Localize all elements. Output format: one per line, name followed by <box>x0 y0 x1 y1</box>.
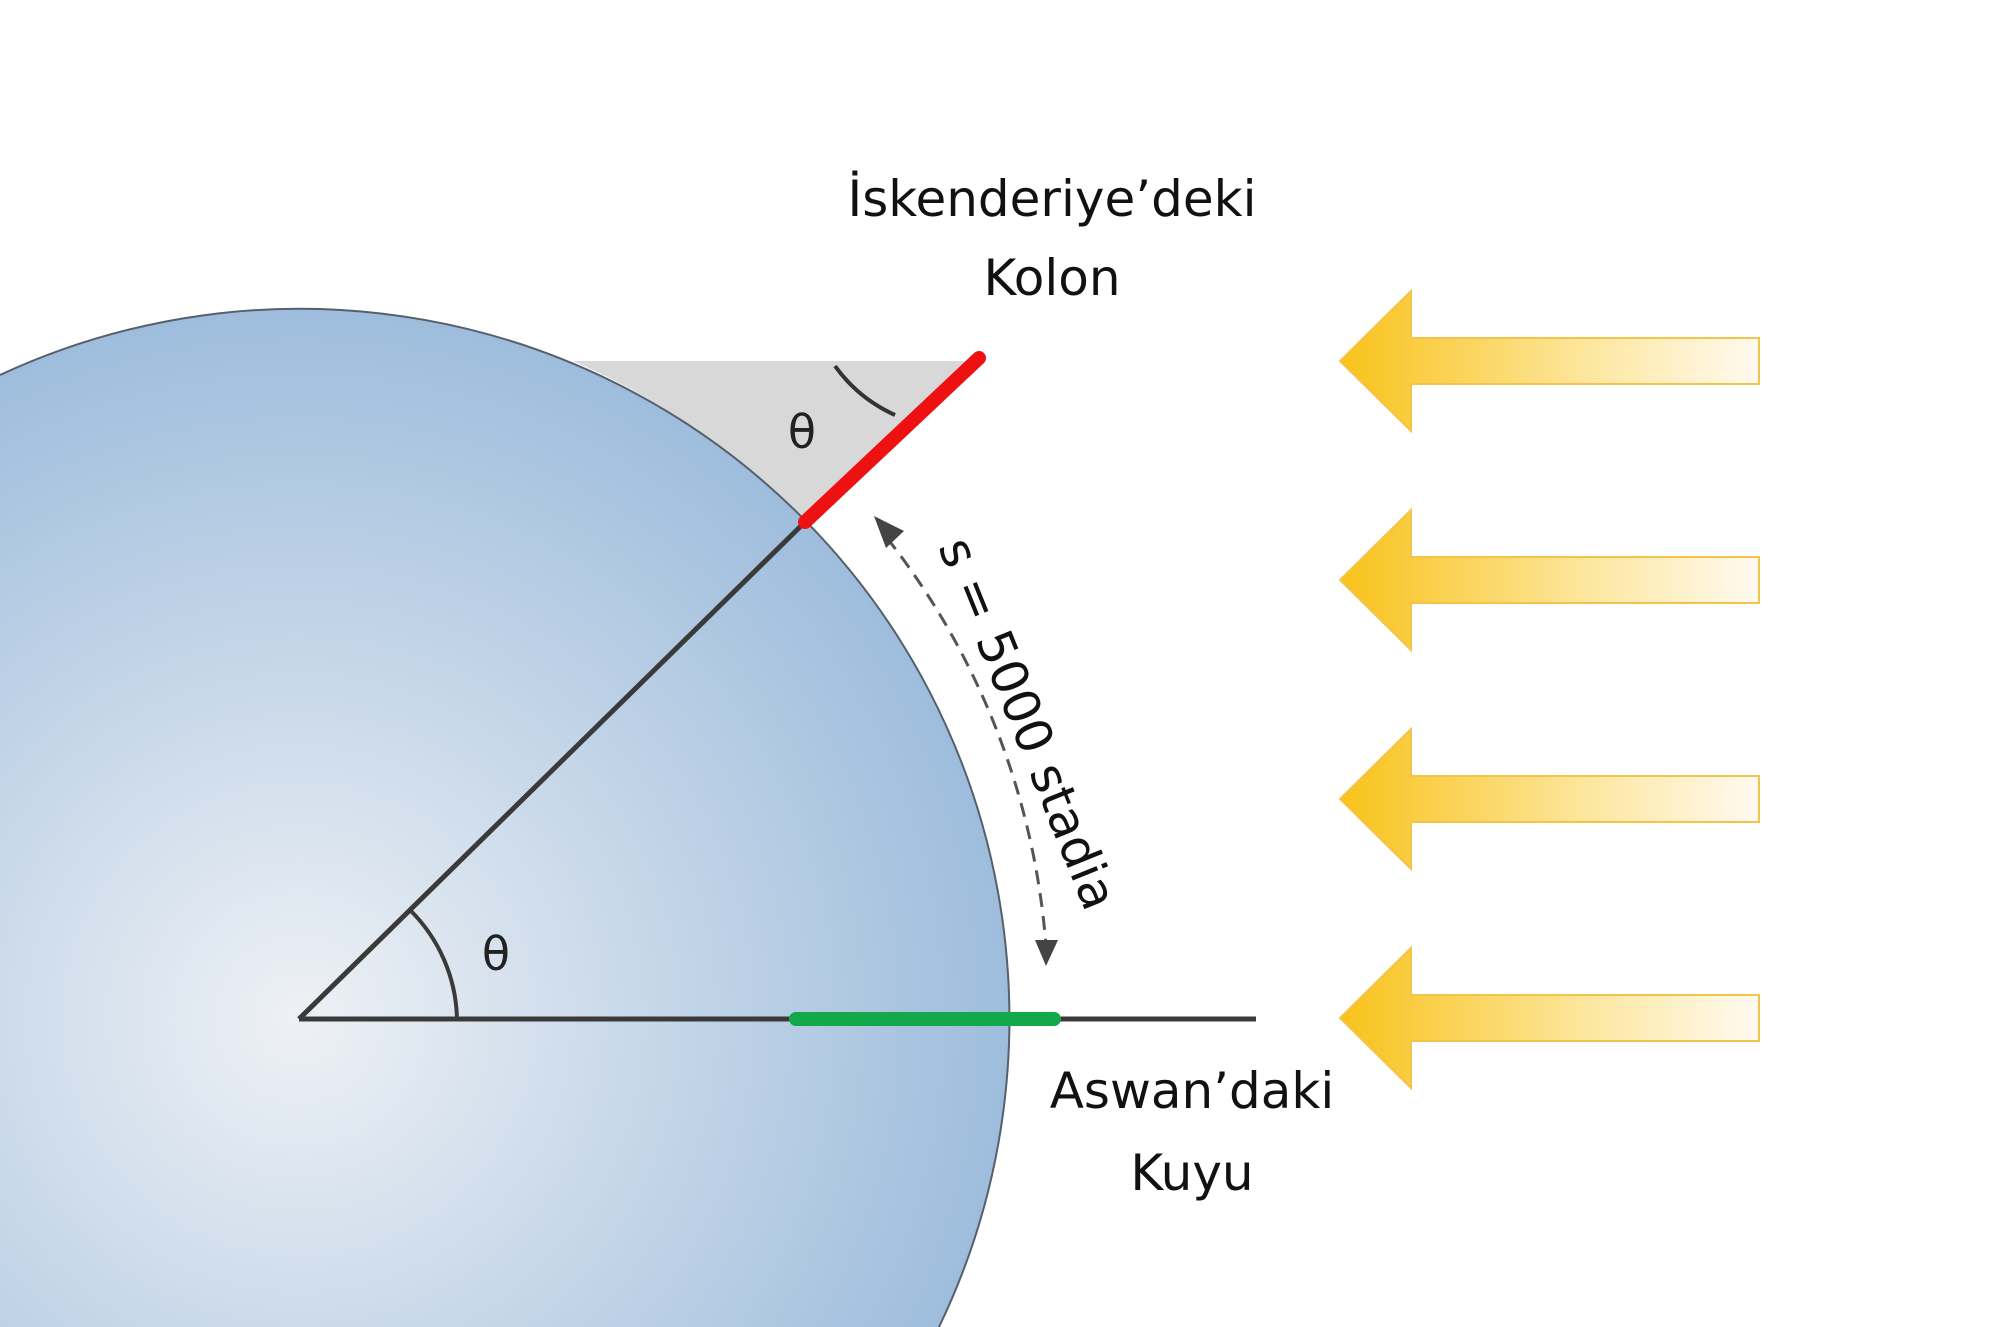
sun-ray-arrow-icon <box>1338 726 1760 872</box>
well-label-line2: Kuyu <box>1130 1144 1253 1202</box>
center-angle-arc <box>408 908 459 1020</box>
sun-ray-arrow-icon <box>1338 288 1760 434</box>
center-angle-label: θ <box>482 927 510 981</box>
alexandria-column <box>798 351 986 529</box>
shadow-angle-arc <box>833 364 896 417</box>
column-shadow <box>573 361 979 522</box>
arc-distance-line <box>885 537 1048 947</box>
sun-rays <box>1338 288 1760 1091</box>
sun-ray-arrow-icon <box>1338 945 1760 1091</box>
column-label-line2: Kolon <box>983 249 1120 307</box>
shadow-angle-label: θ <box>788 405 816 459</box>
column-label-line1: İskenderiye’deki <box>848 170 1257 228</box>
arc-arrowhead-top <box>874 516 904 548</box>
well-label-line1: Aswan’daki <box>1050 1062 1335 1120</box>
arc-arrowhead-bottom <box>1035 940 1058 966</box>
sun-ray-arrow-icon <box>1338 507 1760 653</box>
radius-to-column <box>297 520 807 1021</box>
